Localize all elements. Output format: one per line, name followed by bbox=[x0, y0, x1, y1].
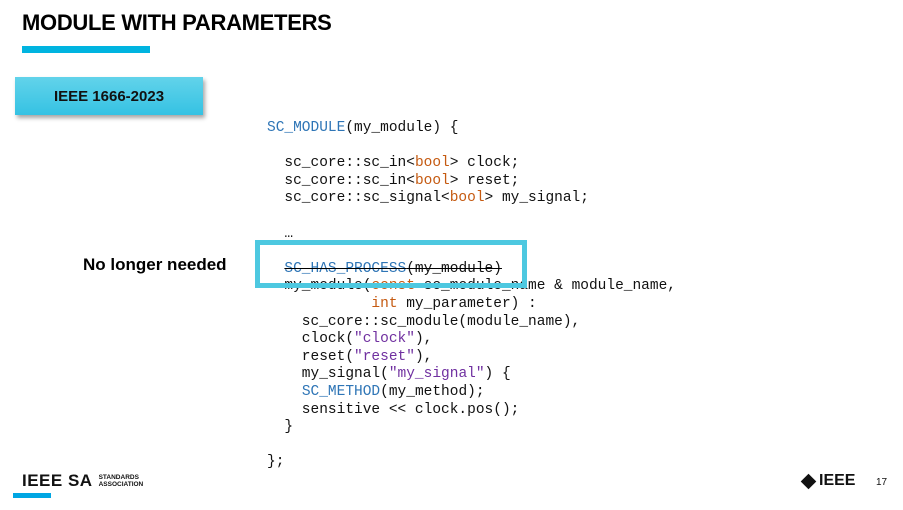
code-token: … bbox=[267, 225, 294, 242]
code-line: sc_core::sc_module(module_name), bbox=[267, 314, 676, 332]
code-line: }; bbox=[267, 454, 676, 472]
code-token: SC_METHOD bbox=[301, 383, 381, 400]
code-token: > clock; bbox=[449, 155, 520, 172]
code-line: SC_MODULE(my_module) { bbox=[267, 120, 676, 138]
code-token: bool bbox=[414, 172, 450, 189]
ieee-diamond-icon bbox=[800, 473, 817, 489]
code-block: SC_MODULE(my_module) { sc_core::sc_in<bo… bbox=[267, 120, 676, 472]
code-token: bool bbox=[449, 190, 485, 207]
page-number: 17 bbox=[876, 477, 888, 488]
ieee-sa-logo-text: IEEE SA bbox=[22, 471, 93, 490]
code-token: bool bbox=[414, 155, 450, 172]
code-line bbox=[267, 138, 676, 156]
ieee-logo: IEEE bbox=[800, 472, 856, 490]
code-token: } bbox=[267, 419, 294, 436]
code-token: "my_signal" bbox=[388, 366, 485, 383]
code-token: ), bbox=[414, 348, 433, 365]
code-token: reset( bbox=[267, 348, 355, 365]
code-token: (my_module) { bbox=[345, 120, 459, 136]
annotation-note: No longer needed bbox=[83, 255, 227, 274]
code-token bbox=[267, 384, 302, 400]
code-token: sc_core::sc_signal< bbox=[267, 190, 450, 207]
code-token: "clock" bbox=[354, 331, 415, 348]
code-token: int bbox=[371, 295, 398, 312]
standard-badge: IEEE 1666-2023 bbox=[15, 77, 203, 115]
code-line: SC_HAS_PROCESS(my_module) bbox=[267, 261, 676, 279]
code-line: reset("reset"), bbox=[267, 349, 676, 367]
code-token bbox=[267, 296, 371, 312]
code-token: (my_method); bbox=[380, 383, 485, 400]
code-line: SC_METHOD(my_method); bbox=[267, 384, 676, 402]
code-line: int my_parameter) : bbox=[267, 296, 676, 314]
code-token: "reset" bbox=[354, 348, 415, 365]
code-line: clock("clock"), bbox=[267, 331, 676, 349]
code-token: sc_core::sc_in< bbox=[267, 155, 415, 172]
code-token: SC_MODULE bbox=[267, 120, 346, 136]
code-line bbox=[267, 437, 676, 455]
code-line: } bbox=[267, 419, 676, 437]
code-token: clock( bbox=[267, 331, 355, 348]
code-token: (my_module) bbox=[406, 260, 502, 277]
ieee-logo-text: IEEE bbox=[819, 472, 856, 489]
code-line: my_signal("my_signal") { bbox=[267, 366, 676, 384]
code-line: … bbox=[267, 226, 676, 244]
code-token: my_signal( bbox=[267, 366, 389, 383]
code-token: my_parameter) : bbox=[397, 295, 537, 312]
code-token: }; bbox=[267, 454, 285, 471]
code-token: SC_HAS_PROCESS bbox=[284, 260, 407, 277]
code-token: > reset; bbox=[449, 172, 520, 189]
code-line: sc_core::sc_in<bool> reset; bbox=[267, 173, 676, 191]
code-token: ) { bbox=[484, 366, 511, 383]
code-line bbox=[267, 208, 676, 226]
code-token: ), bbox=[414, 331, 433, 348]
footer-accent-bar bbox=[13, 493, 51, 498]
standard-badge-label: IEEE 1666-2023 bbox=[53, 87, 165, 105]
code-token: sc_core::sc_in< bbox=[267, 172, 415, 189]
title-underline bbox=[22, 46, 150, 53]
code-token: > my_signal; bbox=[484, 190, 589, 207]
code-line: sc_core::sc_signal<bool> my_signal; bbox=[267, 190, 676, 208]
code-token: sc_core::sc_module(module_name), bbox=[267, 313, 581, 330]
slide-title: MODULE WITH PARAMETERS bbox=[22, 10, 332, 35]
code-line: sensitive << clock.pos(); bbox=[267, 402, 676, 420]
code-line: sc_core::sc_in<bool> clock; bbox=[267, 155, 676, 173]
code-token: sc_module_name & module_name, bbox=[414, 278, 676, 295]
code-token: sensitive << clock.pos(); bbox=[267, 401, 520, 418]
highlight-box bbox=[255, 240, 527, 288]
